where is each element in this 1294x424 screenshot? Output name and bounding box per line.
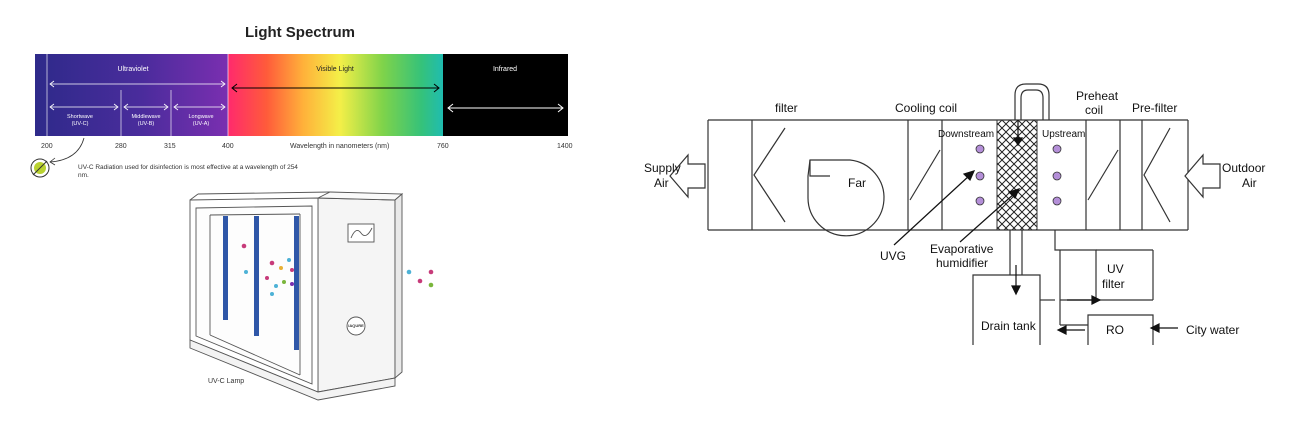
uvb-label: Middlewave(UV-B)	[131, 114, 161, 127]
uvc-note: UV-C Radiation used for disinfection is …	[78, 164, 298, 179]
infrared-label: Infrared	[492, 66, 518, 73]
lamp-caption: UV-C Lamp	[208, 378, 245, 385]
microbe-particles	[241, 243, 434, 296]
drain-tank-label: Drain tank	[981, 319, 1037, 333]
uvg-label: UVG	[880, 249, 906, 263]
uv-lamp-tubes	[223, 216, 299, 350]
infrared-range-arrow	[447, 103, 564, 113]
uv-label: UV	[1107, 262, 1124, 276]
filter-label: filter	[775, 101, 798, 115]
fan-label: Far	[848, 176, 866, 190]
evaporative-label: Evaporative	[930, 242, 994, 256]
cooling-coil-label: Cooling coil	[895, 101, 957, 115]
downstream-label: Downstream	[938, 129, 994, 140]
spectrum-title: Light Spectrum	[244, 24, 355, 41]
unit-badge-text: IAQURE	[348, 323, 364, 328]
tick-label: 760	[437, 143, 449, 150]
city-water-label: City water	[1186, 323, 1239, 337]
outdoor-air-label: Air	[1242, 176, 1257, 190]
preheat-coil-label: coil	[1085, 103, 1103, 117]
uv-hazard-icon	[30, 158, 50, 178]
infrared-band	[443, 54, 568, 136]
supply-air-arrow	[669, 153, 706, 199]
uva-label: Longwave(UV-A)	[188, 114, 214, 127]
uv-filter-label: filter	[1102, 277, 1125, 291]
uv-band	[35, 54, 228, 136]
light-spectrum-figure: Light Spectrum	[0, 0, 610, 424]
supply-air-label: Air	[654, 176, 669, 190]
ahu-schematic: filter Cooling coil Preheat coil Pre-fil…	[644, 83, 1265, 345]
spectrum-graphic	[30, 54, 568, 401]
preheat-label: Preheat	[1076, 89, 1119, 103]
prefilter-label: Pre-filter	[1132, 101, 1177, 115]
outdoor-air-arrow	[1184, 153, 1221, 199]
tick-label: 1400	[557, 143, 573, 150]
tick-label: 315	[164, 143, 176, 150]
humidifier-mesh	[996, 119, 1038, 231]
uvc-label: Shortwave(UV-C)	[67, 114, 93, 127]
uv-lamp-dots	[975, 144, 1062, 206]
upstream-label: Upstream	[1042, 129, 1085, 140]
ultraviolet-label: Ultraviolet	[117, 66, 149, 73]
tick-label: 280	[115, 143, 127, 150]
outdoor-label: Outdoor	[1222, 161, 1265, 175]
uv-range-arrow	[49, 80, 226, 88]
humidifier-label: humidifier	[936, 256, 988, 270]
tick-label: 400	[222, 143, 234, 150]
ro-label: RO	[1106, 323, 1124, 337]
visible-range-arrow	[231, 83, 440, 93]
visible-band	[228, 54, 443, 136]
tick-label: 200	[41, 143, 53, 150]
visible-light-label: Visible Light	[316, 66, 354, 73]
supply-label: Supply	[644, 161, 681, 175]
axis-label: Wavelength in nanometers (nm)	[290, 143, 390, 150]
fan-icon	[807, 159, 885, 237]
